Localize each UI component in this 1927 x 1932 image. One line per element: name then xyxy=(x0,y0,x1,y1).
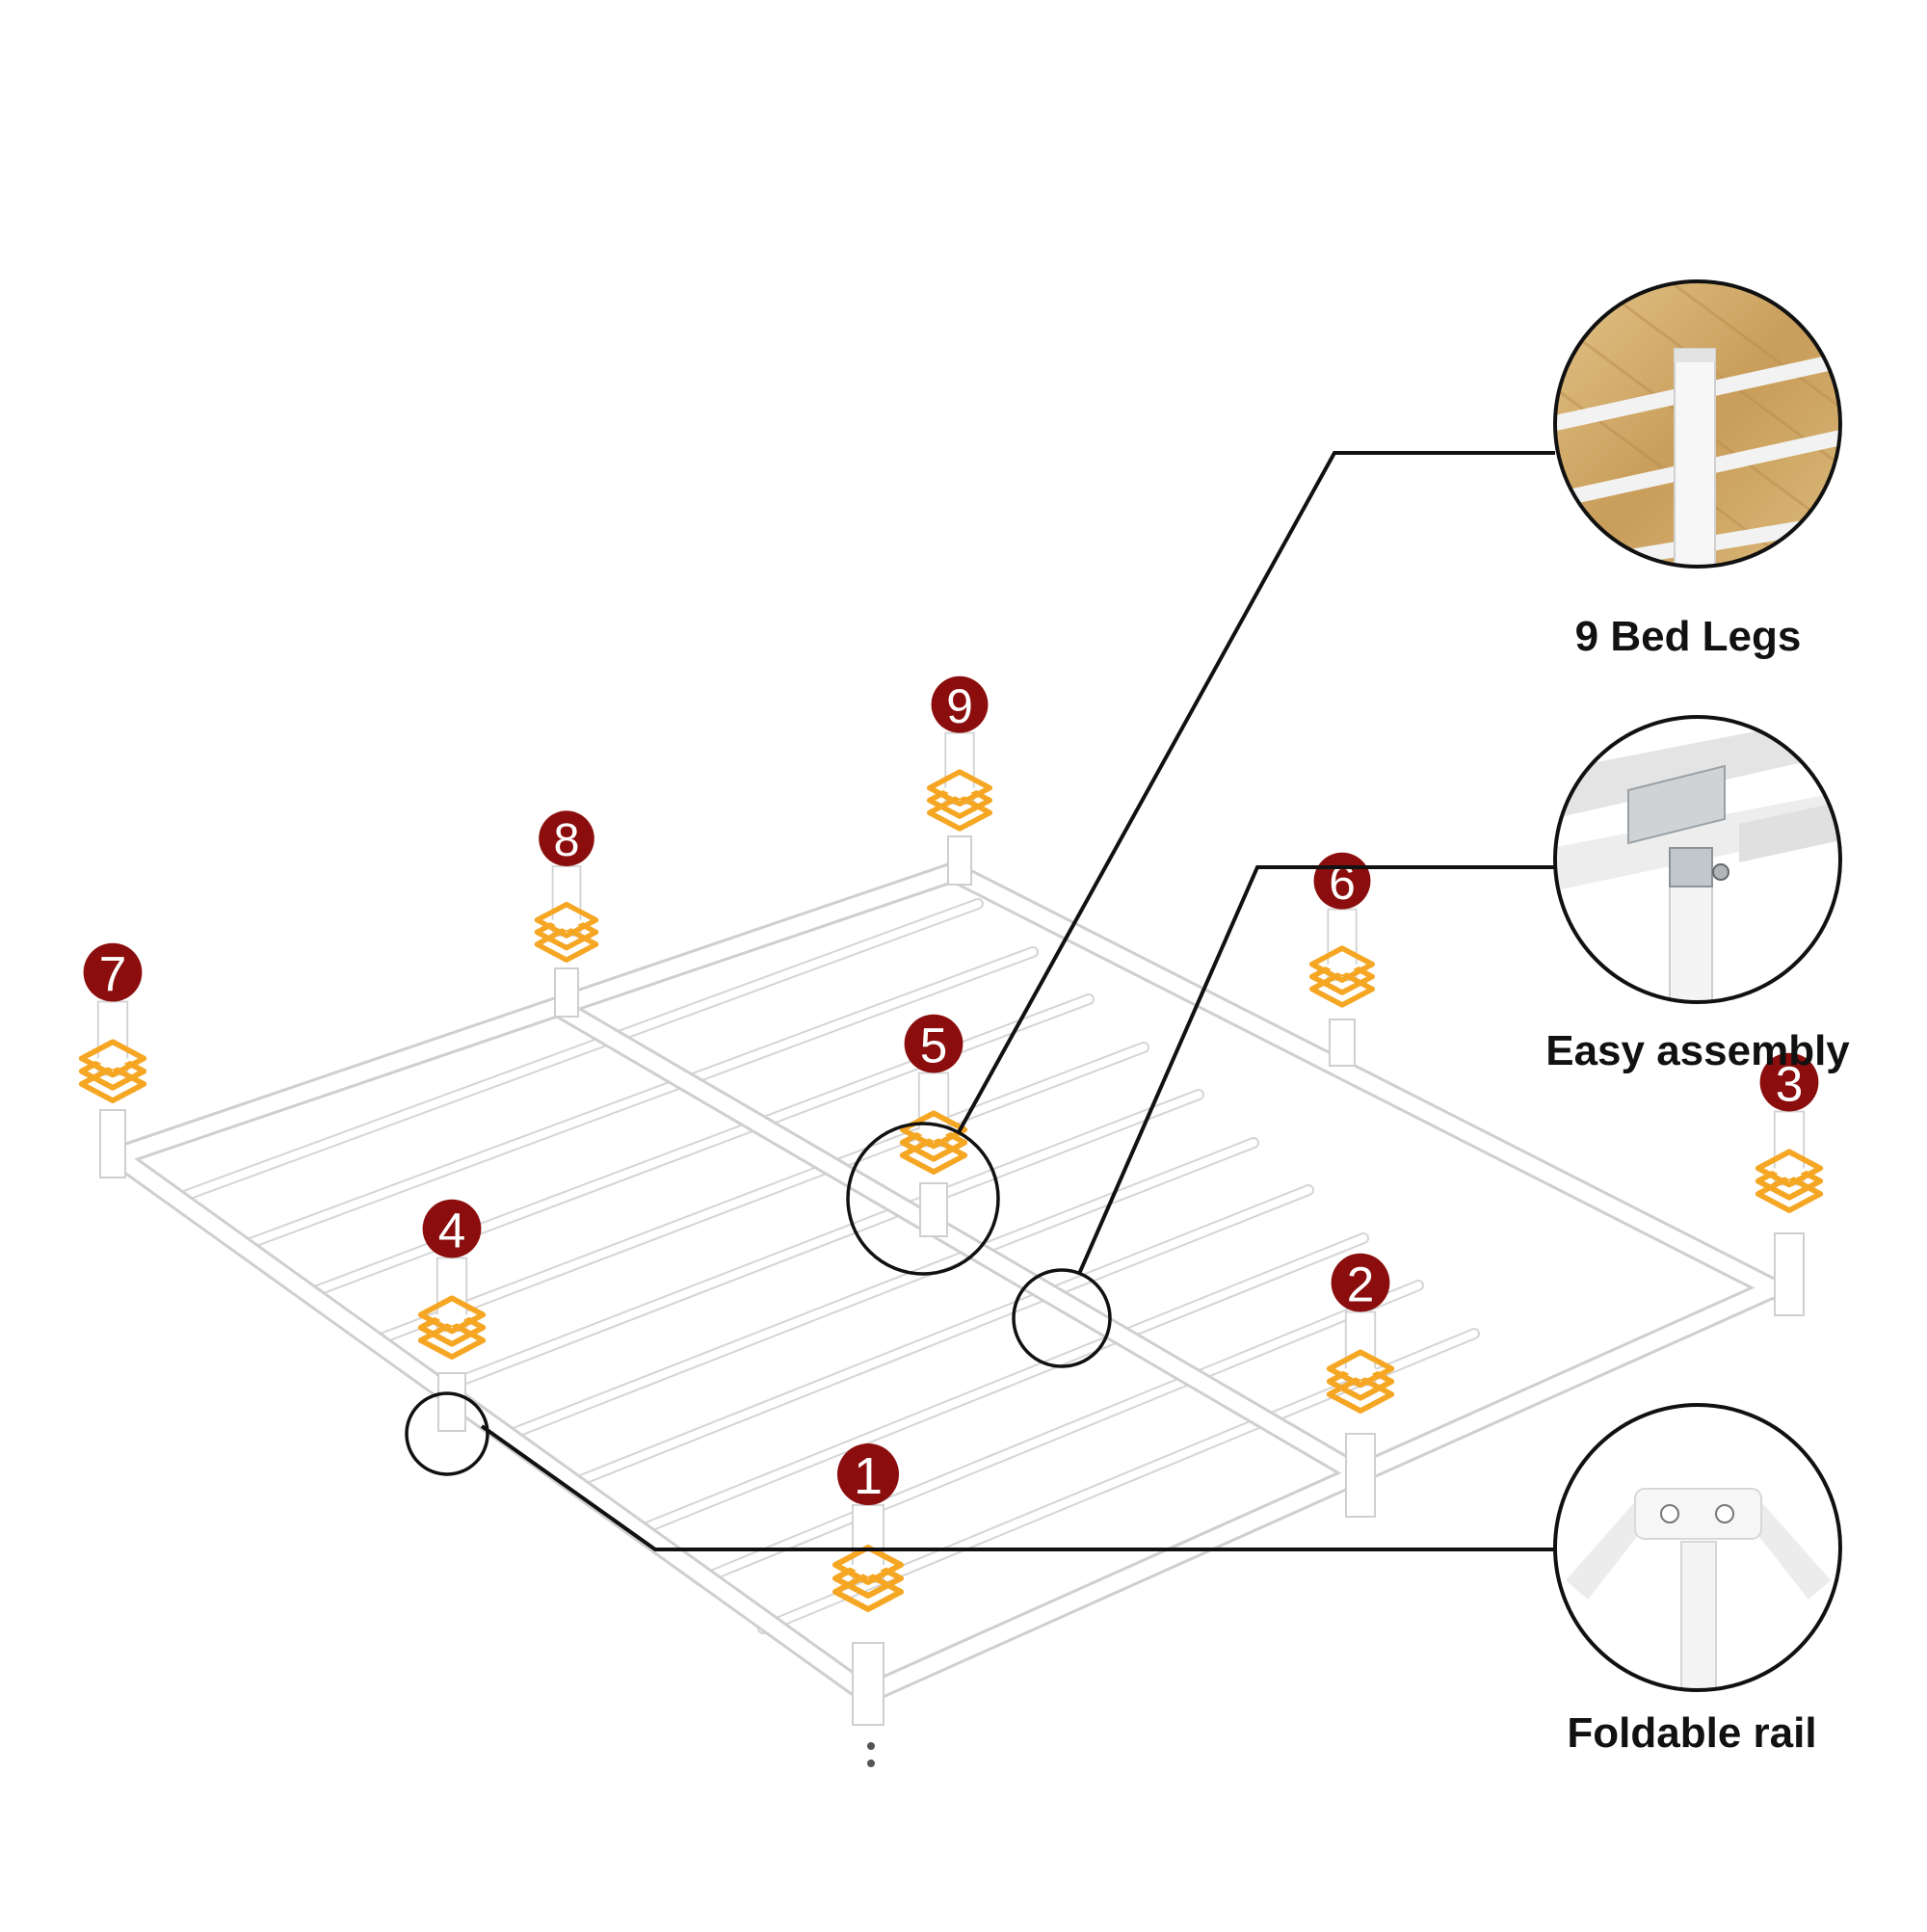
leg-marker-3: 3 xyxy=(1755,1052,1824,1213)
callout-line-rail xyxy=(480,1424,1555,1551)
leg-2-post xyxy=(1345,1433,1376,1518)
leg-marker-9: 9 xyxy=(926,675,993,832)
leg-marker-2: 2 xyxy=(1326,1253,1395,1414)
bed-frame xyxy=(99,835,1805,1767)
leg-number-8: 8 xyxy=(553,814,579,866)
leg-marker-6: 6 xyxy=(1308,852,1376,1008)
detail-markers xyxy=(405,1122,1112,1476)
callout-lines xyxy=(480,451,1555,1551)
label-foldable-rail: Foldable rail xyxy=(1567,1709,1817,1757)
bed-legs xyxy=(99,835,1805,1726)
leg-7-post xyxy=(99,1109,126,1178)
leg-badge-8: 8 xyxy=(539,810,594,866)
callout-line-assembly xyxy=(1077,865,1555,1275)
leg-number-1: 1 xyxy=(854,1447,883,1505)
leg-marker-4: 4 xyxy=(417,1199,487,1360)
foldable-rail-detail xyxy=(1553,1403,1842,1692)
leg-badge-4: 4 xyxy=(422,1199,482,1258)
frame-rails-face xyxy=(106,861,1783,1706)
leg-badge-3: 3 xyxy=(1759,1052,1819,1112)
detail-circle-bed-leg xyxy=(846,1122,1000,1276)
leg-marker-8: 8 xyxy=(534,810,599,963)
assembly-detail xyxy=(1553,715,1842,1004)
leg-6-post xyxy=(1329,1019,1356,1067)
leg-number-3: 3 xyxy=(1776,1057,1804,1112)
leg-3-post xyxy=(1774,1232,1805,1316)
leg-badge-9: 9 xyxy=(931,675,989,733)
bed-legs-detail xyxy=(1553,279,1842,569)
leg-1-post xyxy=(852,1642,884,1726)
detail-circle-rail xyxy=(405,1391,489,1476)
leg-marker-5: 5 xyxy=(899,1014,968,1175)
leg-number-6: 6 xyxy=(1329,856,1356,910)
leg-badge-7: 7 xyxy=(83,942,143,1002)
label-bed-legs: 9 Bed Legs xyxy=(1574,613,1802,660)
leg-number-9: 9 xyxy=(946,679,973,733)
leg-number-2: 2 xyxy=(1347,1257,1375,1312)
leg-number-5: 5 xyxy=(920,1019,948,1073)
leg-badge-5: 5 xyxy=(904,1014,964,1073)
leg-marker-1: 1 xyxy=(832,1443,904,1612)
detail-circle-assembly xyxy=(1012,1268,1112,1368)
callout-line-bed-legs xyxy=(957,451,1555,1133)
leg-8-post xyxy=(554,967,579,1018)
label-easy-assembly: Easy assembly xyxy=(1545,1027,1850,1074)
frame-rails-edge xyxy=(102,858,1787,1709)
leg-badge-6: 6 xyxy=(1313,852,1371,910)
leg-number-4: 4 xyxy=(438,1204,466,1258)
leg-number-7: 7 xyxy=(99,947,127,1002)
leg-badge-2: 2 xyxy=(1331,1253,1390,1312)
leg-markers: 1 2 3 4 5 6 7 8 9 xyxy=(78,675,1824,1612)
leg-9-post xyxy=(947,835,972,886)
leg-badge-1: 1 xyxy=(837,1443,899,1505)
leg-5-post xyxy=(919,1182,948,1237)
leg-marker-7: 7 xyxy=(78,942,147,1103)
leg-4-post xyxy=(437,1372,466,1432)
